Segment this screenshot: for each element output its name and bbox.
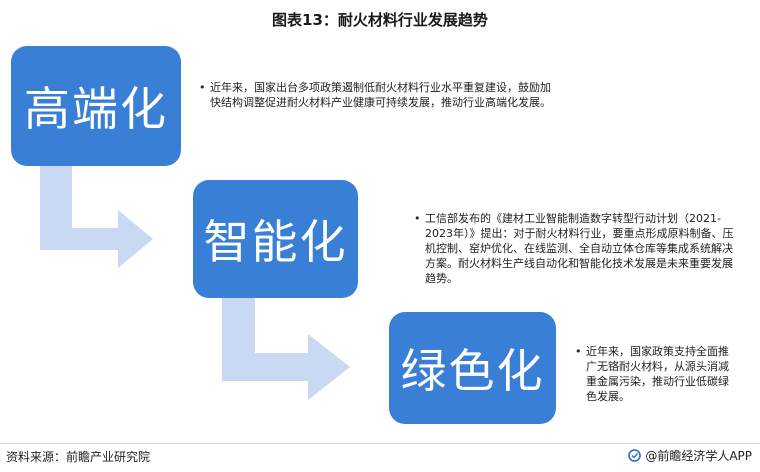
stage-label-green: 绿色化 xyxy=(400,344,545,398)
bullet-marker: • xyxy=(199,81,206,94)
bullet-marker: • xyxy=(414,212,421,225)
brand-text: @前瞻经济学人APP xyxy=(645,449,752,463)
source-note: 资料来源：前瞻产业研究院 xyxy=(6,450,151,464)
chart-title: 图表13：耐火材料行业发展趋势 xyxy=(272,11,488,29)
footer-divider xyxy=(0,443,760,444)
brand-logo-icon xyxy=(628,449,642,462)
flow-arrow-1-2 xyxy=(40,166,153,268)
description-text: 近年来，国家出台多项政策遏制低耐火材料行业水平重复建设，鼓励加快结构调整促进耐火… xyxy=(210,81,551,109)
stage-description-green: • 近年来，国家政策支持全面推广无铬耐火材料，从源头消减重金属污染，推动行业低碳绿… xyxy=(575,344,736,404)
brand-credit: @前瞻经济学人APP xyxy=(628,447,752,464)
description-text: 工信部发布的《建材工业智能制造数字转型行动计划（2021-2023年）》提出：对… xyxy=(425,212,734,285)
stage-box-high-end: 高端化 xyxy=(11,46,181,166)
stage-label-intelligent: 智能化 xyxy=(203,215,348,269)
description-text: 近年来，国家政策支持全面推广无铬耐火材料，从源头消减重金属污染，推动行业低碳绿色… xyxy=(586,345,729,403)
stage-description-intelligent: • 工信部发布的《建材工业智能制造数字转型行动计划（2021-2023年）》提出：… xyxy=(414,211,743,286)
bullet-marker: • xyxy=(575,345,582,358)
stage-box-intelligent: 智能化 xyxy=(193,180,358,298)
stage-box-green: 绿色化 xyxy=(389,312,556,424)
flow-arrow-2-3 xyxy=(222,298,350,400)
stage-label-high-end: 高端化 xyxy=(24,82,168,136)
stage-description-high-end: • 近年来，国家出台多项政策遏制低耐火材料行业水平重复建设，鼓励加快结构调整促进耐… xyxy=(199,80,558,110)
